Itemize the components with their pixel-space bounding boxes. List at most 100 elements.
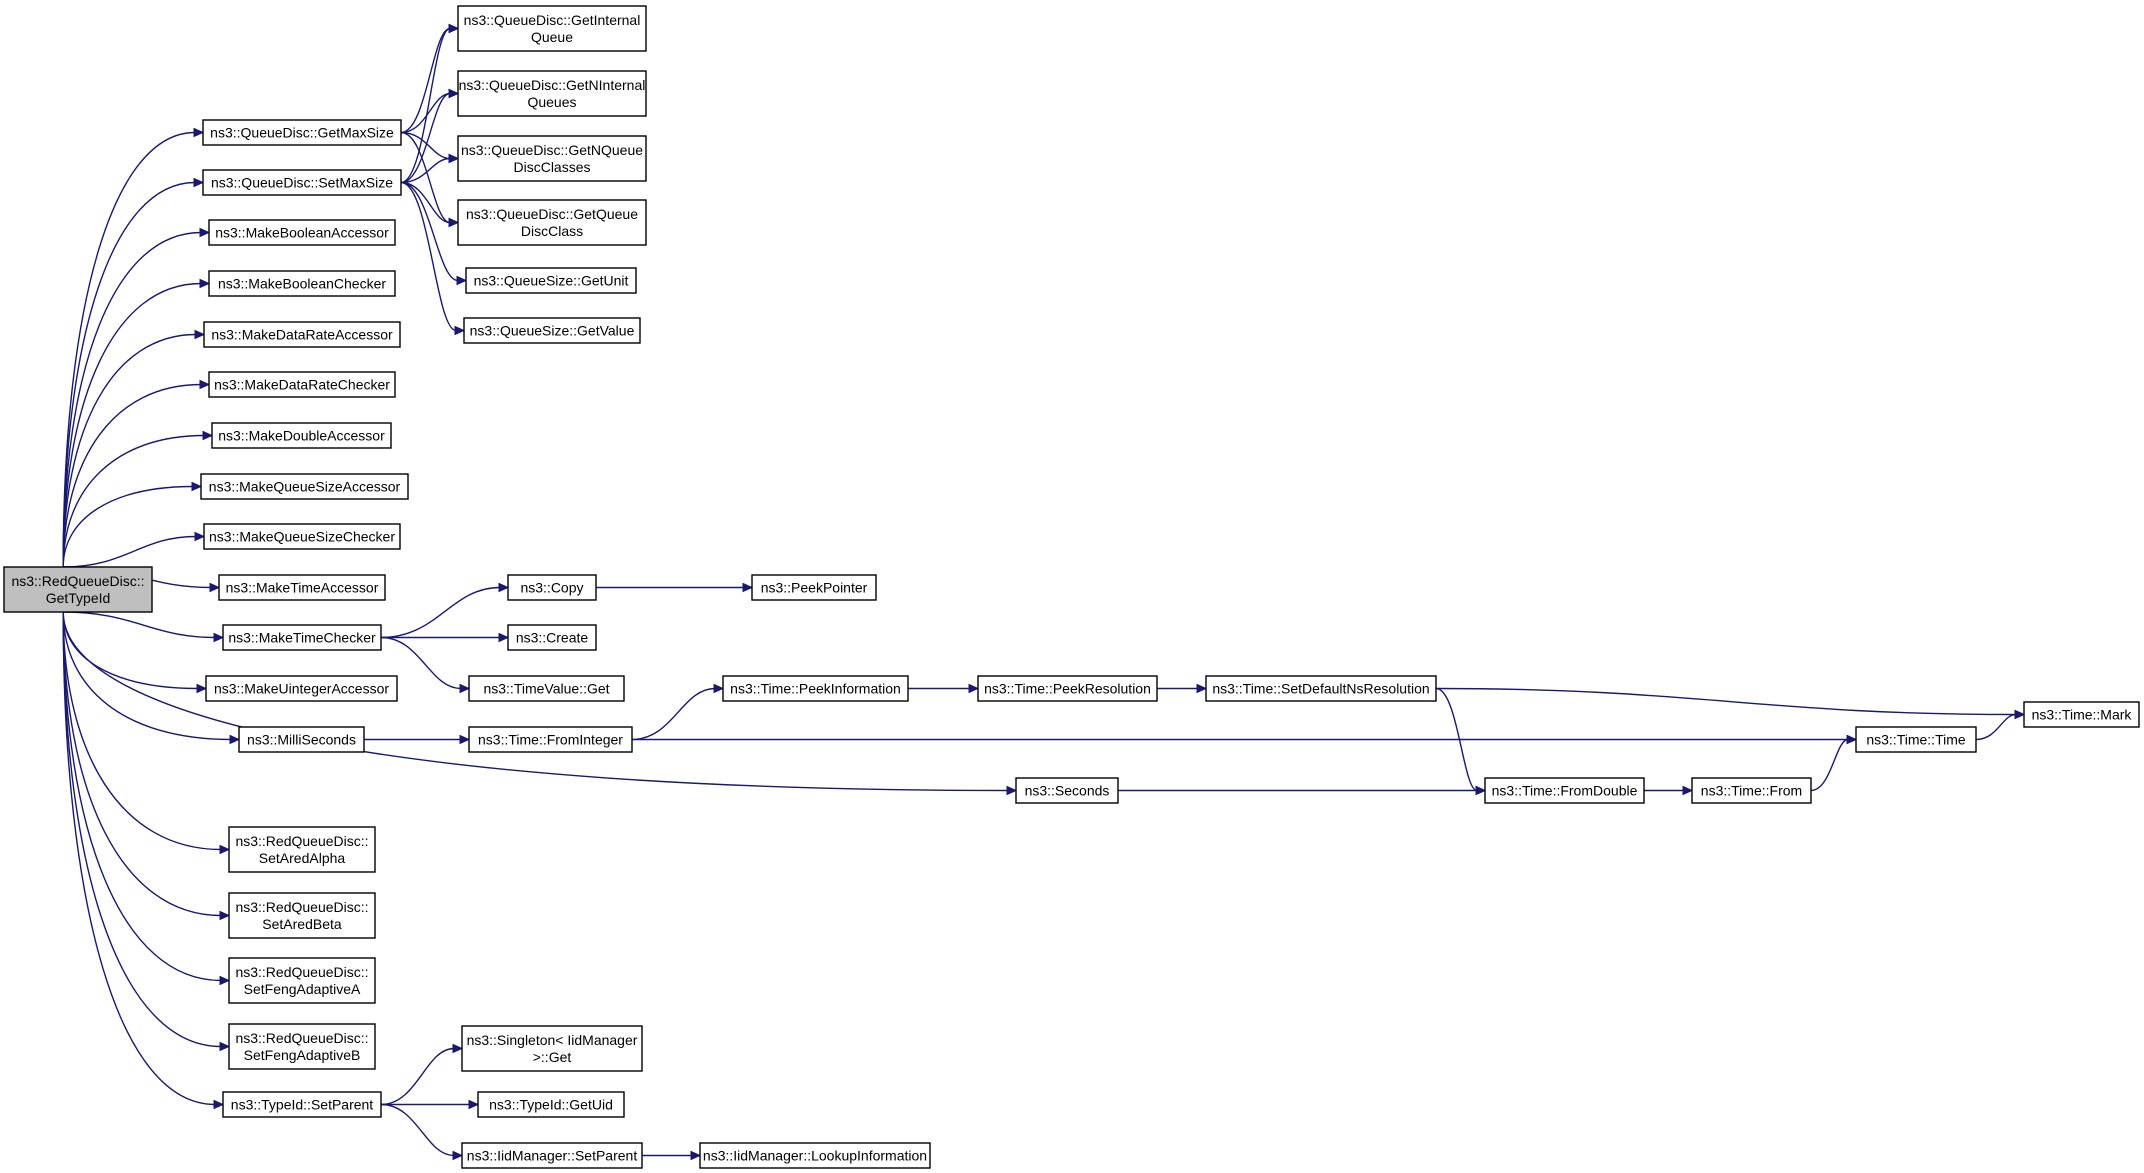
arrowhead-icon: [199, 227, 211, 238]
node-mkqschk[interactable]: ns3::MakeQueueSizeChecker: [203, 523, 401, 550]
node-mkdracc[interactable]: ns3::MakeDataRateAccessor: [203, 321, 401, 348]
node-box: [465, 267, 637, 294]
node-qsgetvalue[interactable]: ns3::QueueSize::GetValue: [463, 317, 641, 344]
node-getuid[interactable]: ns3::TypeId::GetUid: [477, 1091, 625, 1118]
node-box: [228, 1023, 376, 1070]
arrowhead-icon: [202, 430, 214, 441]
node-box: [208, 219, 396, 246]
node-box: [1855, 726, 1977, 753]
node-peekres[interactable]: ns3::Time::PeekResolution: [977, 675, 1158, 702]
node-label: ns3::Copy: [520, 580, 583, 596]
node-label: ns3::Singleton< IidManager: [467, 1032, 638, 1048]
node-peekinfo[interactable]: ns3::Time::PeekInformation: [722, 675, 909, 702]
arrowhead-icon: [193, 177, 205, 188]
node-iidsetparent[interactable]: ns3::IidManager::SetParent: [461, 1142, 643, 1169]
arrowhead-icon: [459, 734, 471, 745]
node-mkqsacc[interactable]: ns3::MakeQueueSizeAccessor: [200, 473, 409, 500]
node-timetime[interactable]: ns3::Time::Time: [1855, 726, 1977, 753]
node-box: [507, 624, 597, 651]
node-label: ns3::MakeBooleanAccessor: [215, 225, 389, 241]
node-label: ns3::QueueDisc::GetQueue: [466, 206, 638, 222]
node-singletonget[interactable]: ns3::Singleton< IidManager >::Get: [461, 1025, 643, 1072]
node-box: [477, 1091, 625, 1118]
node-label: ns3::MakeTimeAccessor: [226, 580, 379, 596]
node-mktimeacc[interactable]: ns3::MakeTimeAccessor: [218, 574, 386, 601]
node-box: [751, 574, 877, 601]
node-getmaxsize[interactable]: ns3::QueueDisc::GetMaxSize: [202, 119, 402, 146]
node-from[interactable]: ns3::Time::From: [1691, 777, 1812, 804]
node-qsgetunit[interactable]: ns3::QueueSize::GetUnit: [465, 267, 637, 294]
edge-setmaxsize-to-qsgetvalue: [400, 181, 457, 332]
node-mkuintacc[interactable]: ns3::MakeUintegerAccessor: [205, 675, 398, 702]
edge-setmaxsize-to-qsgetunit: [400, 181, 459, 282]
call-edges: [62, 23, 2026, 1161]
node-label: ns3::Time::FromDouble: [1492, 783, 1638, 799]
arrowhead-icon: [213, 632, 225, 643]
arrowhead-icon: [448, 217, 460, 228]
node-label: DiscClass: [521, 223, 583, 239]
node-label: SetAredAlpha: [259, 850, 346, 866]
node-label: ns3::RedQueueDisc::: [11, 573, 144, 589]
node-label: ns3::Time::Mark: [2032, 707, 2133, 723]
node-box: [457, 5, 647, 52]
node-label: ns3::QueueDisc::GetNQueue: [461, 142, 643, 158]
node-label: ns3::QueueDisc::GetInternal: [464, 12, 641, 28]
node-box: [208, 371, 396, 398]
node-mkdblacc[interactable]: ns3::MakeDoubleAccessor: [211, 422, 392, 449]
node-label: ns3::Create: [516, 630, 589, 646]
node-box: [461, 1025, 643, 1072]
node-mktimechk[interactable]: ns3::MakeTimeChecker: [222, 624, 382, 651]
node-setfengb[interactable]: ns3::RedQueueDisc::SetFengAdaptiveB: [228, 1023, 376, 1070]
node-label: ns3::MakeUintegerAccessor: [214, 681, 389, 697]
arrowhead-icon: [196, 683, 208, 694]
node-label: ns3::IidManager::SetParent: [467, 1148, 638, 1164]
edge-getmaxsize-to-getintq: [400, 27, 451, 134]
node-setaredbeta[interactable]: ns3::RedQueueDisc::SetAredBeta: [228, 892, 376, 939]
node-box: [238, 726, 365, 753]
node-mkboolchk[interactable]: ns3::MakeBooleanChecker: [208, 270, 396, 297]
node-millis[interactable]: ns3::MilliSeconds: [238, 726, 365, 753]
node-setaredalpha[interactable]: ns3::RedQueueDisc::SetAredAlpha: [228, 826, 376, 873]
arrowhead-icon: [209, 582, 221, 593]
edge-tidsetparent-to-singletonget: [380, 1047, 455, 1106]
edge-root-to-mkqsacc: [62, 485, 194, 568]
node-label: ns3::MilliSeconds: [247, 732, 356, 748]
node-label: Queue: [531, 29, 573, 45]
node-tvget[interactable]: ns3::TimeValue::Get: [468, 675, 625, 702]
node-mkboolacc[interactable]: ns3::MakeBooleanAccessor: [208, 219, 396, 246]
edge-frominteger-to-peekinfo: [631, 687, 716, 741]
node-setmaxsize[interactable]: ns3::QueueDisc::SetMaxSize: [202, 169, 402, 196]
arrowhead-icon: [199, 379, 211, 390]
node-seconds[interactable]: ns3::Seconds: [1015, 777, 1119, 804]
edge-getmaxsize-to-getnqdc: [400, 131, 451, 160]
node-copy[interactable]: ns3::Copy: [507, 574, 597, 601]
node-box: [200, 473, 409, 500]
node-fromdouble[interactable]: ns3::Time::FromDouble: [1484, 777, 1645, 804]
node-mkdrchk[interactable]: ns3::MakeDataRateChecker: [208, 371, 396, 398]
node-setdefres[interactable]: ns3::Time::SetDefaultNsResolution: [1205, 675, 1437, 702]
arrowhead-icon: [742, 582, 754, 593]
edge-setmaxsize-to-getnintq: [400, 92, 451, 184]
node-mark[interactable]: ns3::Time::Mark: [2023, 701, 2140, 728]
node-label: ns3::PeekPointer: [761, 580, 868, 596]
node-label: ns3::MakeQueueSizeChecker: [209, 529, 395, 545]
node-root[interactable]: ns3::RedQueueDisc::GetTypeId: [3, 566, 153, 613]
node-lookupinfo[interactable]: ns3::IidManager::LookupInformation: [699, 1142, 931, 1169]
node-create[interactable]: ns3::Create: [507, 624, 597, 651]
node-box: [222, 1091, 382, 1118]
arrowhead-icon: [193, 127, 205, 138]
node-box: [211, 422, 392, 449]
node-setfenga[interactable]: ns3::RedQueueDisc::SetFengAdaptiveA: [228, 957, 376, 1004]
arrowhead-icon: [1006, 785, 1018, 796]
node-box: [722, 675, 909, 702]
node-peekptr[interactable]: ns3::PeekPointer: [751, 574, 877, 601]
node-label: ns3::Time::From: [1701, 783, 1802, 799]
node-frominteger[interactable]: ns3::Time::FromInteger: [468, 726, 633, 753]
node-label: ns3::IidManager::LookupInformation: [703, 1148, 927, 1164]
arrowhead-icon: [2014, 709, 2026, 720]
node-tidsetparent[interactable]: ns3::TypeId::SetParent: [222, 1091, 382, 1118]
